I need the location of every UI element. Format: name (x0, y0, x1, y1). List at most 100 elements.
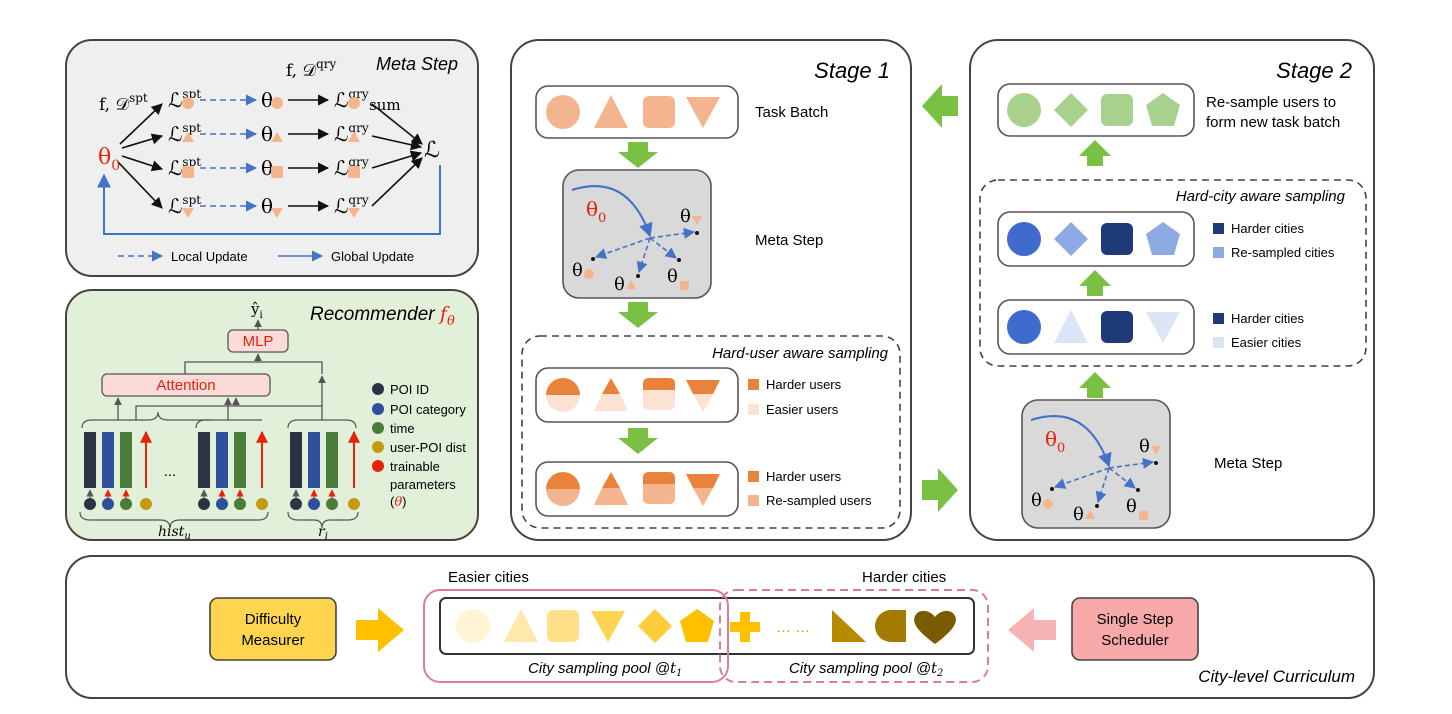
stage1-theta-d: θ (667, 266, 678, 287)
harder-cities-swatch (1213, 223, 1224, 234)
pentagon-resampled-city (1146, 222, 1180, 255)
user-poi-dist-node (256, 498, 268, 510)
stage2-theta-c: θ (1073, 504, 1084, 525)
curriculum-title: City-level Curriculum (1198, 667, 1355, 686)
hist-u-label: histu (158, 524, 191, 542)
triangle-task-icon (182, 132, 194, 142)
inverted-triangle-icon (692, 216, 702, 225)
total-loss: ℒ (424, 138, 440, 163)
poi-category-node (102, 498, 114, 510)
global-update-legend-label: Global Update (331, 249, 414, 264)
legend-poi-category-dot (372, 403, 384, 415)
easier-users-swatch (748, 404, 759, 415)
legend-parameters: parameters (390, 477, 456, 492)
poi-id-node (290, 498, 302, 510)
stage1-theta-b: θ (572, 260, 583, 281)
hard-city-sampling-title: Hard-city aware sampling (1176, 188, 1346, 205)
triangle-hard-part (602, 472, 620, 488)
inverted-triangle-task-icon (182, 208, 194, 218)
stage2-theta-b: θ (1031, 490, 1042, 511)
resampled-cities-box (997, 211, 1195, 267)
harder-users-swatch-2 (748, 471, 759, 482)
candidate-brace (287, 419, 357, 429)
hist-brace-right (195, 419, 262, 429)
pool-t1-caption: City sampling pool @t1 (528, 659, 682, 679)
legend-poi-id-dot (372, 383, 384, 395)
circle-task-icon (182, 97, 194, 109)
poi-category-embedding (102, 432, 114, 488)
harder-users-swatch (748, 379, 759, 390)
inverted-triangle-hard-part (686, 474, 720, 488)
time-embedding (234, 432, 246, 488)
city-heart (914, 610, 956, 644)
poi-id-embedding (290, 432, 302, 488)
stage1-title: Stage 1 (814, 58, 890, 83)
circle-new-task (1007, 93, 1041, 127)
square-new-task (1101, 94, 1133, 126)
time-node (234, 498, 246, 510)
poi-id-embedding (84, 432, 96, 488)
hard-user-sampling-title: Hard-user aware sampling (712, 345, 889, 362)
theta0-symbol: θ0 (98, 145, 120, 174)
harder-cities-caption: Harder cities (862, 569, 946, 586)
square-icon (1139, 511, 1148, 520)
square-icon (680, 281, 689, 290)
stage2-theta-a: θ (1139, 436, 1150, 457)
city-leaf (875, 610, 906, 642)
resampled-cities-label: Re-sampled cities (1231, 245, 1335, 260)
f-dspt-label: f, 𝒟spt (99, 91, 148, 115)
scheduler-arrow (1008, 608, 1056, 652)
adapted-point (1095, 504, 1099, 508)
triangle-icon (1085, 510, 1095, 519)
circle-icon (1043, 499, 1053, 509)
circle-task-shape (546, 95, 580, 129)
resample-label-line1: Re-sample users to (1206, 94, 1336, 111)
time-node (326, 498, 338, 510)
circle-hard-half (546, 378, 580, 395)
square-task-icon (182, 166, 194, 178)
difficulty-measurer-line1: Difficulty (245, 611, 302, 628)
meta-step-panel: Meta Step θ0 f, 𝒟spt f, 𝒟qry sum ℒspt θ … (65, 39, 479, 277)
circle-hard-half (546, 472, 580, 489)
triangle-icon (626, 280, 636, 289)
curriculum-panel: City-level Curriculum Difficulty Measure… (65, 555, 1375, 699)
pool-t1-frame (423, 589, 729, 683)
poi-category-node (216, 498, 228, 510)
stage1-theta-a: θ (680, 206, 691, 227)
theta0-fanout-arrows (117, 103, 164, 209)
r-i-label: ri (318, 524, 328, 542)
loss-qry-4: ℒqry (334, 193, 369, 218)
pool-t2-caption: City sampling pool @t2 (789, 659, 943, 679)
hard-city-sampling-box (979, 179, 1367, 367)
adapted-point (1050, 487, 1054, 491)
inverted-triangle-easier-city (1146, 312, 1180, 343)
square-task-shape (643, 96, 675, 128)
legend-user-poi-dist: user-POI dist (390, 440, 466, 455)
global-update-loop-arrow (97, 165, 441, 235)
harder-cities-swatch-2 (1213, 313, 1224, 324)
local-update-legend-label: Local Update (171, 249, 248, 264)
easier-users-label: Easier users (766, 402, 839, 417)
meta-row-2: ℒspt θ ℒqry (168, 121, 369, 146)
easier-cities-swatch (1213, 337, 1224, 348)
circle-task-icon (271, 97, 283, 109)
city-triangle (504, 609, 538, 642)
square-task-icon (271, 166, 283, 178)
loss-spt-3: ℒspt (168, 155, 201, 180)
poi-id-node (198, 498, 210, 510)
harder-users-label-2: Harder users (766, 469, 842, 484)
mlp-label: MLP (243, 333, 274, 350)
stage1-meta-step-box (562, 169, 712, 299)
loss-qry-3: ℒqry (334, 155, 369, 180)
pool-t2-frame (719, 589, 989, 683)
triangle-hard-part (602, 378, 620, 394)
scheduler-line1: Single Step (1097, 611, 1174, 628)
task-batch-label: Task Batch (755, 104, 828, 121)
meta-step-panel-border (65, 39, 479, 277)
circle-task-icon (348, 97, 360, 109)
stage1-theta0: θ0 (586, 197, 606, 226)
triangle-easier-city (1054, 310, 1088, 343)
stage1-to-stage2-arrow (922, 468, 958, 512)
inverted-triangle-task-icon (348, 208, 360, 218)
